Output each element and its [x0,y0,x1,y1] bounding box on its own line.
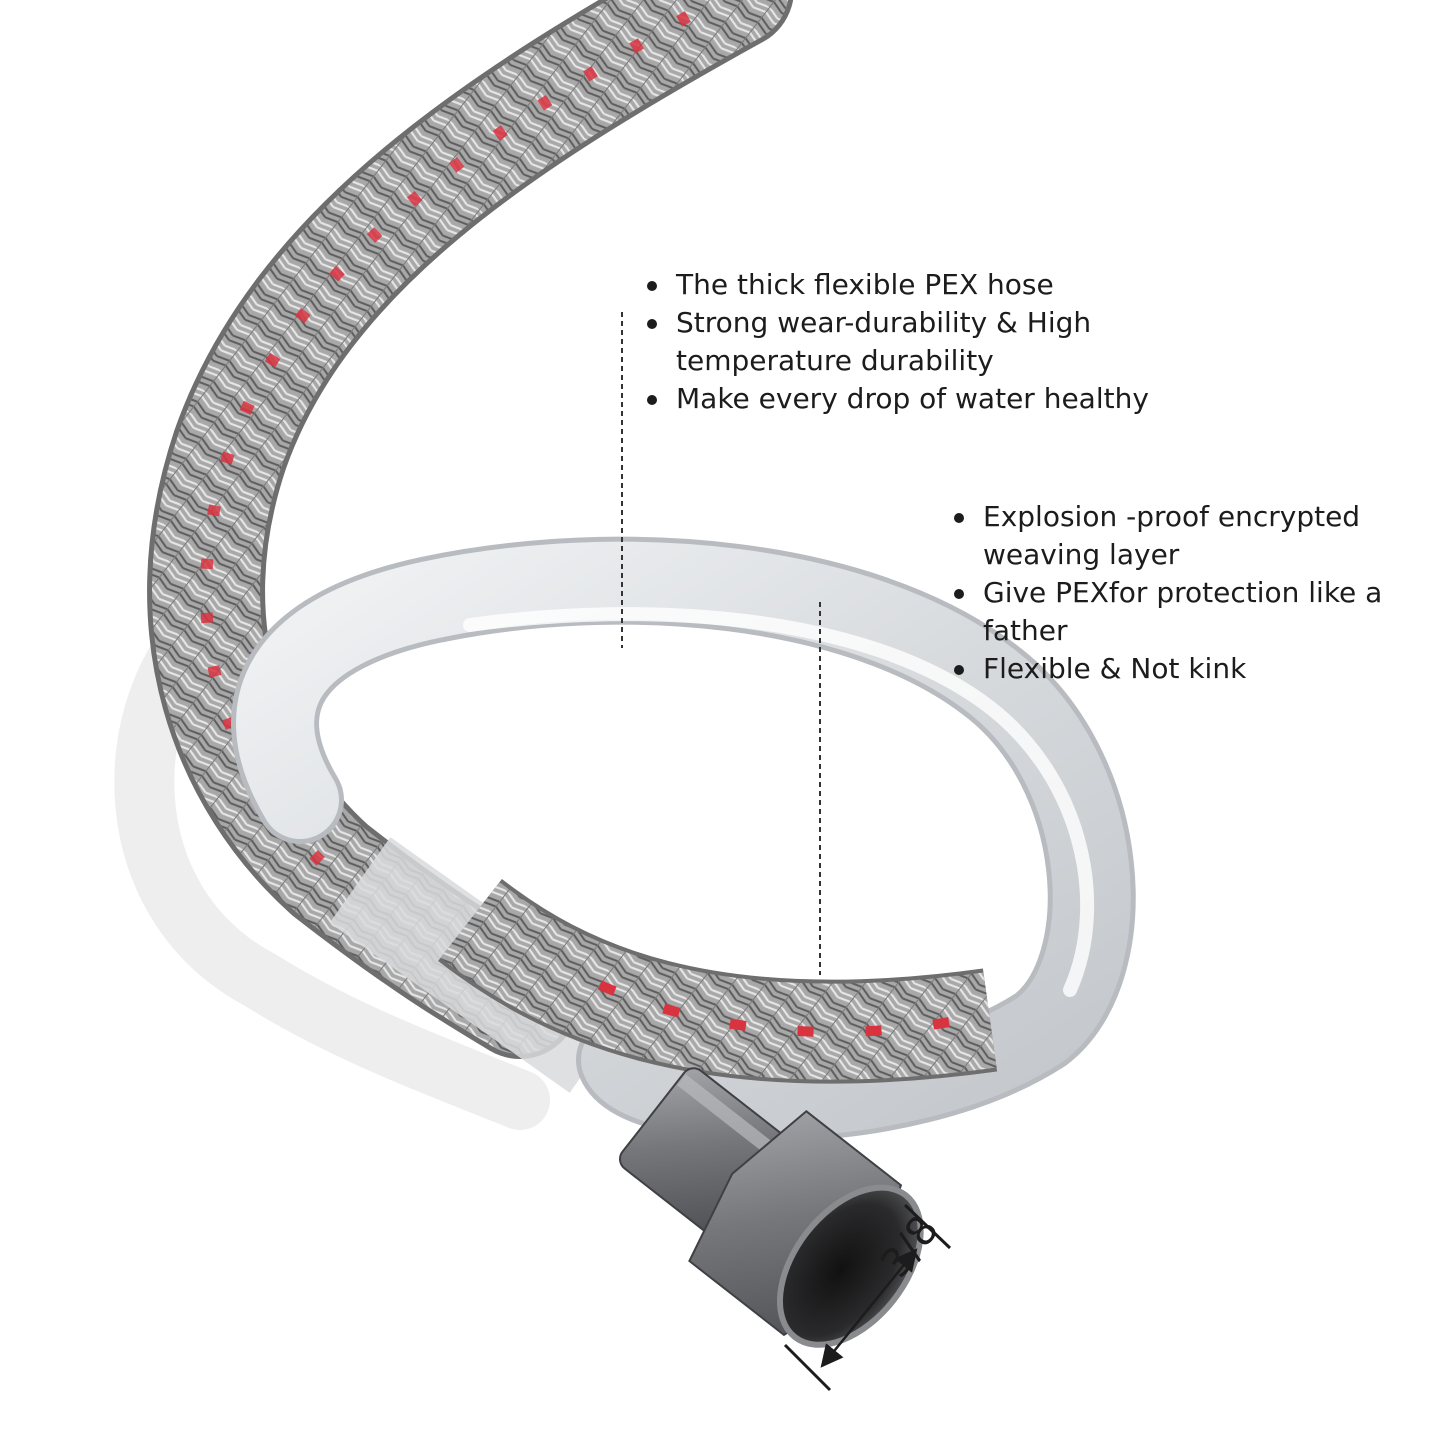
dimension-tick-bottom [783,1343,832,1392]
dimension-arrow [820,1248,918,1368]
pex-tube-loop-body [236,541,1131,1137]
pex-features-list: The thick flexible PEX hose Strong wear-… [646,266,1206,418]
braid-feature-item: Explosion -proof encrypted weaving layer [953,498,1393,574]
braid-feature-item: Give PEXfor protection like a father [953,574,1393,650]
hose-shadow [114,590,550,1130]
pex-feature-item: The thick flexible PEX hose [646,266,1206,304]
pex-feature-item: Strong wear-durability & High temperatur… [646,304,1206,380]
braid-features-list: Explosion -proof encrypted weaving layer… [953,498,1393,688]
pex-tube-highlight [463,607,1095,997]
braid-feature-item: Flexible & Not kink [953,650,1393,688]
pex-feature-item: Make every drop of water healthy [646,380,1206,418]
braided-hose [152,0,788,1054]
dimension-tick-top [903,1203,952,1250]
